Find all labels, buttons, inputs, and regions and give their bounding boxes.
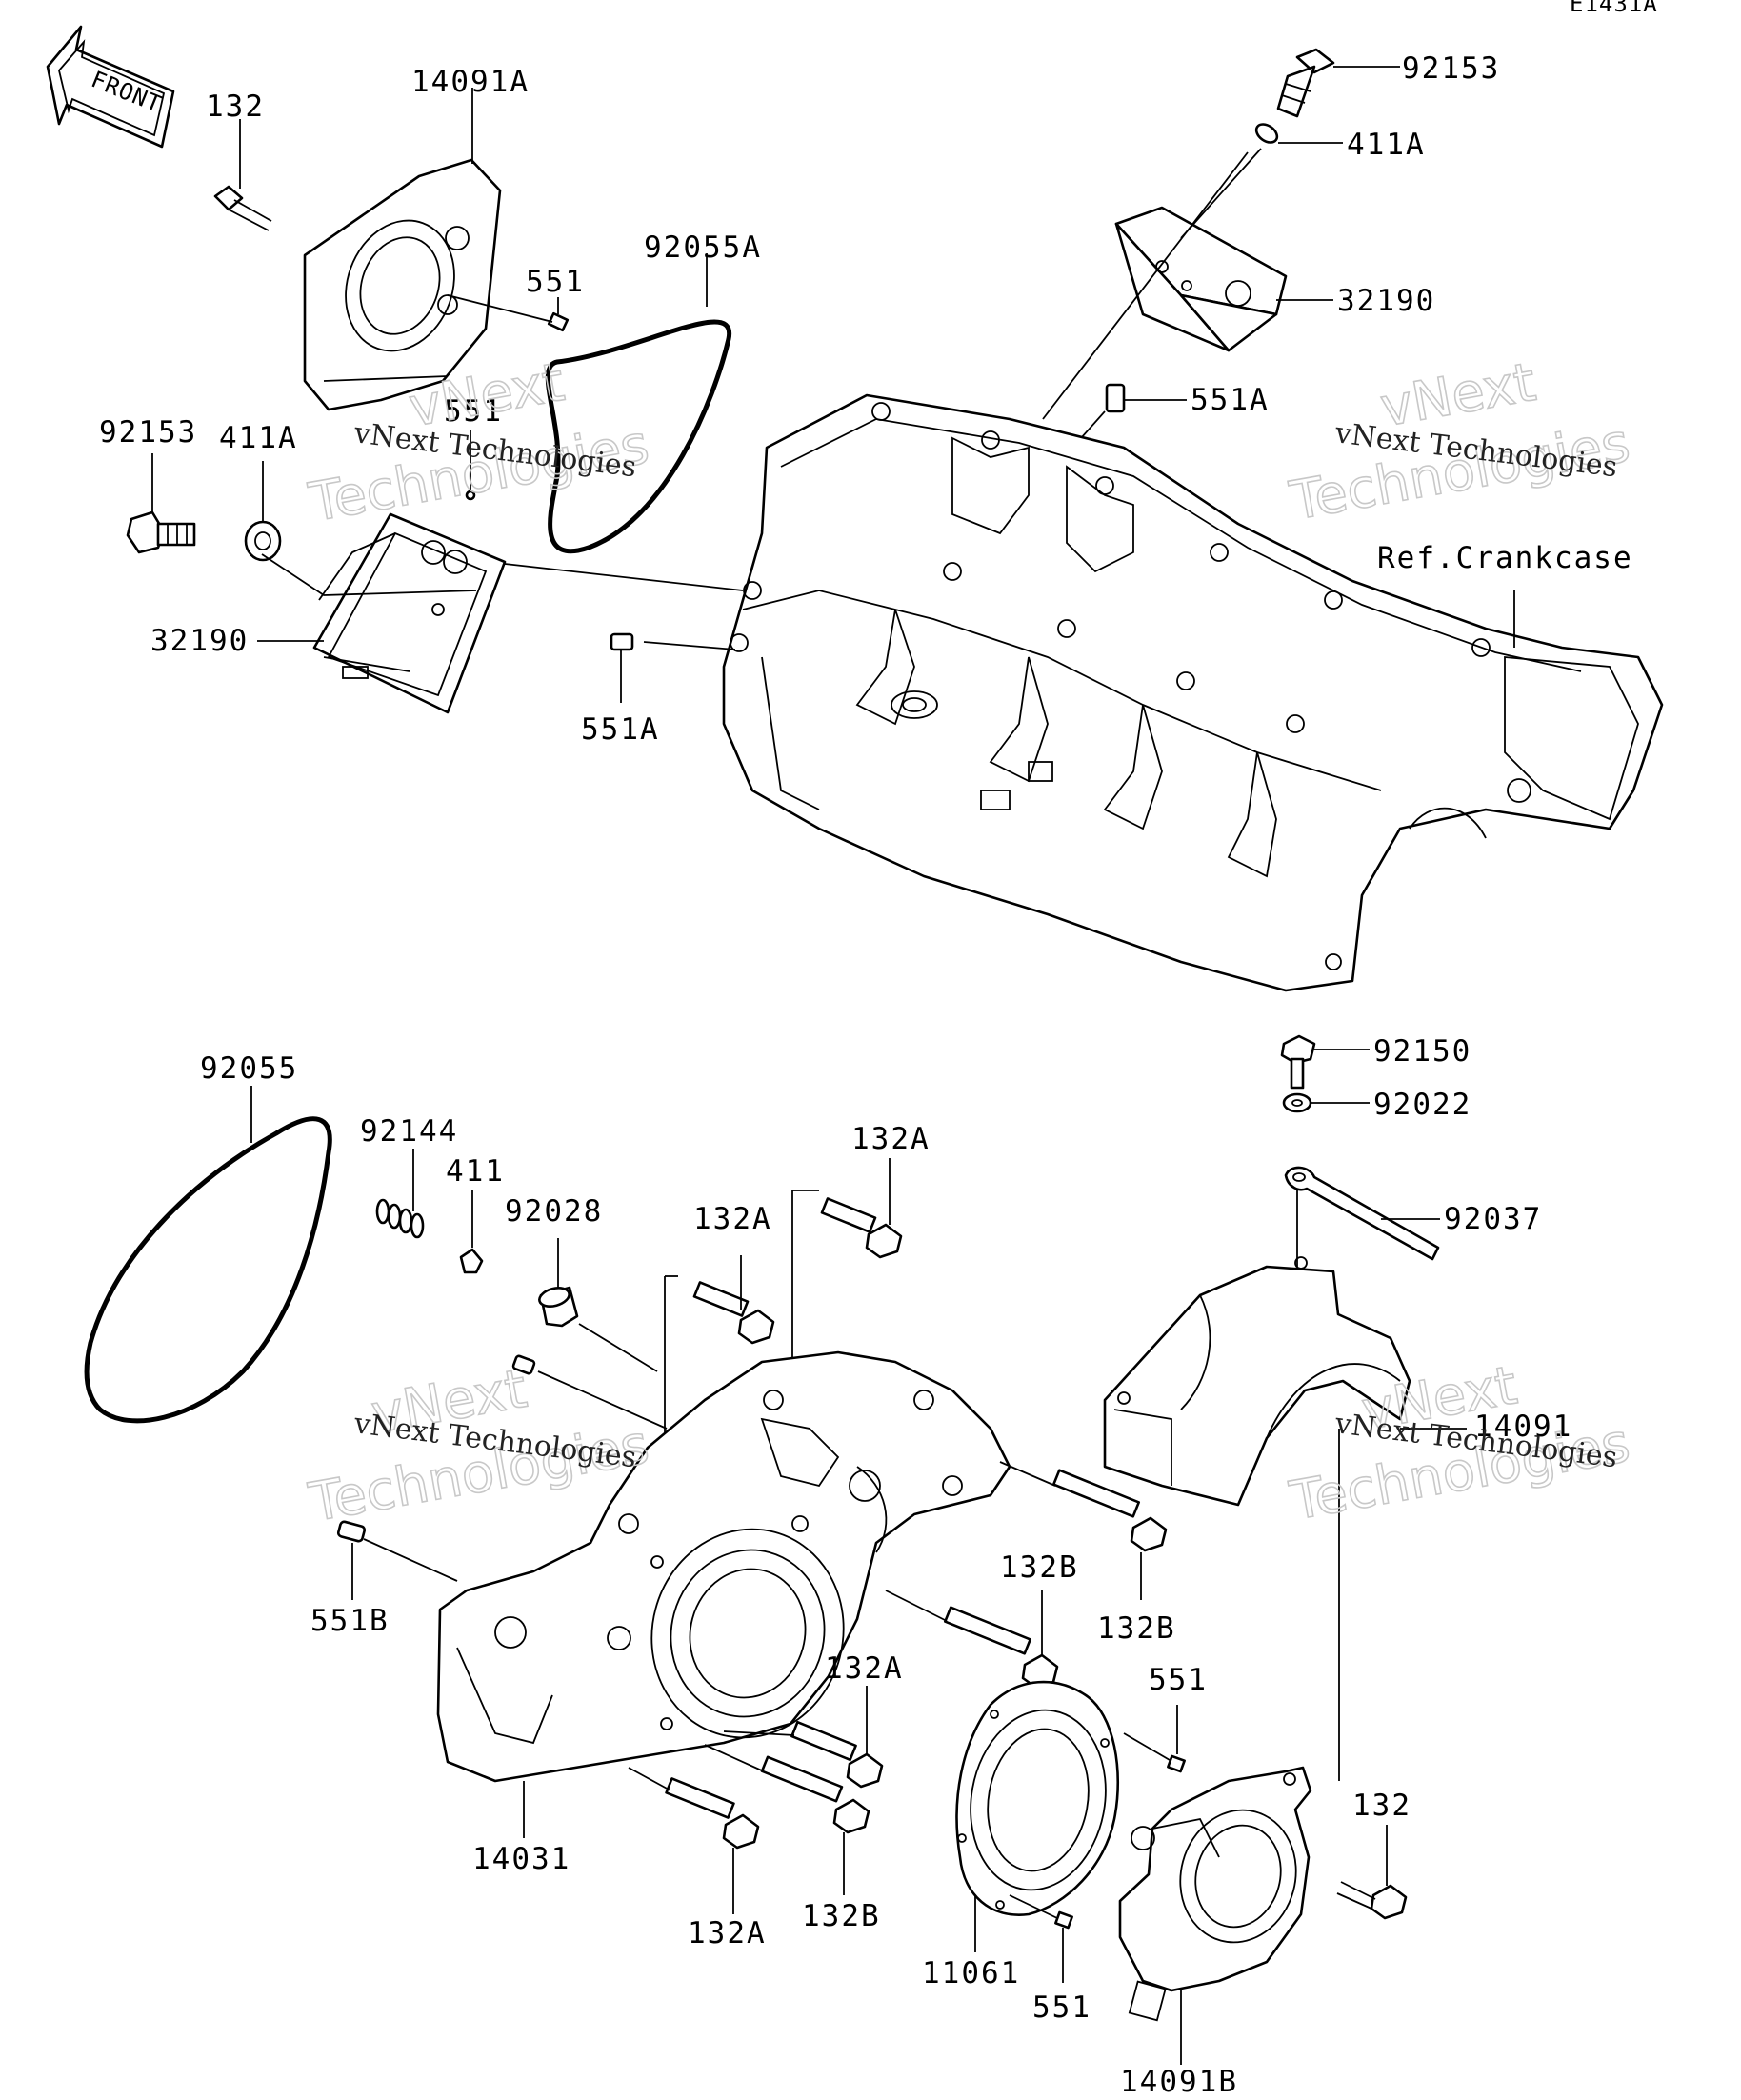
bushing-92028 bbox=[538, 1286, 579, 1328]
bolt-132A-d bbox=[665, 1777, 760, 1850]
strap-92037 bbox=[1284, 1166, 1440, 1261]
label-551A-top: 551A bbox=[1191, 383, 1270, 417]
label-411A-top: 411A bbox=[1347, 128, 1426, 162]
pin-551A-mid bbox=[610, 632, 634, 651]
label-32190-left: 32190 bbox=[150, 624, 249, 658]
label-132B-a: 132B bbox=[1097, 1611, 1176, 1646]
bolt-132-bottom bbox=[1336, 1881, 1408, 1920]
label-11061: 11061 bbox=[922, 1956, 1020, 1990]
label-551B: 551B bbox=[310, 1604, 390, 1638]
o-ring-92055A bbox=[545, 319, 732, 554]
housing-14091B bbox=[1118, 1766, 1312, 2022]
bolt-132A-a bbox=[692, 1281, 775, 1345]
label-92022: 92022 bbox=[1373, 1088, 1471, 1122]
bolt-132B-b bbox=[943, 1606, 1059, 1690]
label-14031: 14031 bbox=[472, 1842, 570, 1876]
pin-551B bbox=[336, 1520, 367, 1543]
bolt-92153-left bbox=[126, 510, 196, 554]
label-92153-top: 92153 bbox=[1402, 51, 1500, 86]
gasket-11061 bbox=[955, 1680, 1120, 1916]
washer-92022 bbox=[1282, 1092, 1312, 1113]
label-132B-b: 132B bbox=[1000, 1550, 1079, 1585]
pin-551A-top bbox=[1105, 383, 1126, 413]
front-arrow-icon: FRONT bbox=[46, 25, 175, 149]
bolt-132A-c bbox=[790, 1720, 884, 1789]
label-14091A: 14091A bbox=[411, 65, 530, 99]
label-132-bottom: 132 bbox=[1352, 1789, 1411, 1823]
pin-551-last bbox=[1054, 1910, 1073, 1930]
pin-551-left bbox=[465, 490, 476, 501]
label-411: 411 bbox=[446, 1154, 505, 1189]
o-ring-92055 bbox=[84, 1116, 332, 1424]
label-551-bottom: 551 bbox=[1149, 1663, 1208, 1697]
diagram-code: E1431A bbox=[1570, 0, 1658, 17]
label-92153-left: 92153 bbox=[99, 415, 197, 450]
label-92055A: 92055A bbox=[644, 230, 762, 265]
label-92037: 92037 bbox=[1444, 1202, 1542, 1236]
label-132A-d: 132A bbox=[688, 1916, 767, 1950]
label-14091: 14091 bbox=[1474, 1410, 1572, 1444]
label-ref-crankcase: Ref.Crankcase bbox=[1377, 541, 1633, 575]
pin-551-obscured bbox=[511, 1354, 536, 1375]
label-32190-top: 32190 bbox=[1337, 284, 1435, 318]
pin-551-top bbox=[547, 311, 570, 332]
bracket-32190-left bbox=[312, 512, 507, 714]
bolt-132A-b bbox=[820, 1197, 903, 1259]
bolt-132-top bbox=[213, 185, 272, 231]
label-92028: 92028 bbox=[505, 1194, 603, 1229]
bolt-132B-c bbox=[760, 1755, 870, 1834]
label-551-left: 551 bbox=[444, 394, 503, 429]
label-551-top: 551 bbox=[526, 265, 585, 299]
label-14091B: 14091B bbox=[1120, 2065, 1238, 2099]
label-411A-left: 411A bbox=[219, 421, 298, 455]
bracket-32190-top bbox=[1114, 206, 1288, 352]
guard-14091 bbox=[1103, 1256, 1411, 1507]
label-551-last: 551 bbox=[1032, 1990, 1091, 2025]
label-132-top: 132 bbox=[206, 90, 265, 124]
label-132B-c: 132B bbox=[802, 1899, 881, 1933]
label-92150: 92150 bbox=[1373, 1034, 1471, 1069]
crankcase-reference bbox=[722, 393, 1664, 992]
label-551A-mid: 551A bbox=[581, 712, 660, 747]
label-132A-c: 132A bbox=[825, 1651, 904, 1686]
label-92144: 92144 bbox=[360, 1114, 458, 1149]
spring-92144 bbox=[375, 1198, 425, 1239]
bolt-92153-top bbox=[1276, 48, 1335, 118]
bolt-92150 bbox=[1280, 1034, 1316, 1090]
label-132A-a: 132A bbox=[693, 1202, 772, 1236]
washer-411A-top bbox=[1254, 123, 1279, 144]
washer-411 bbox=[459, 1248, 484, 1274]
gear-case-14031 bbox=[436, 1350, 1011, 1783]
pin-551-bottom bbox=[1167, 1754, 1186, 1773]
cover-14091A bbox=[303, 158, 502, 411]
label-92055: 92055 bbox=[200, 1051, 298, 1086]
bolt-132B-a bbox=[1051, 1469, 1168, 1552]
label-132A-b: 132A bbox=[851, 1122, 931, 1156]
